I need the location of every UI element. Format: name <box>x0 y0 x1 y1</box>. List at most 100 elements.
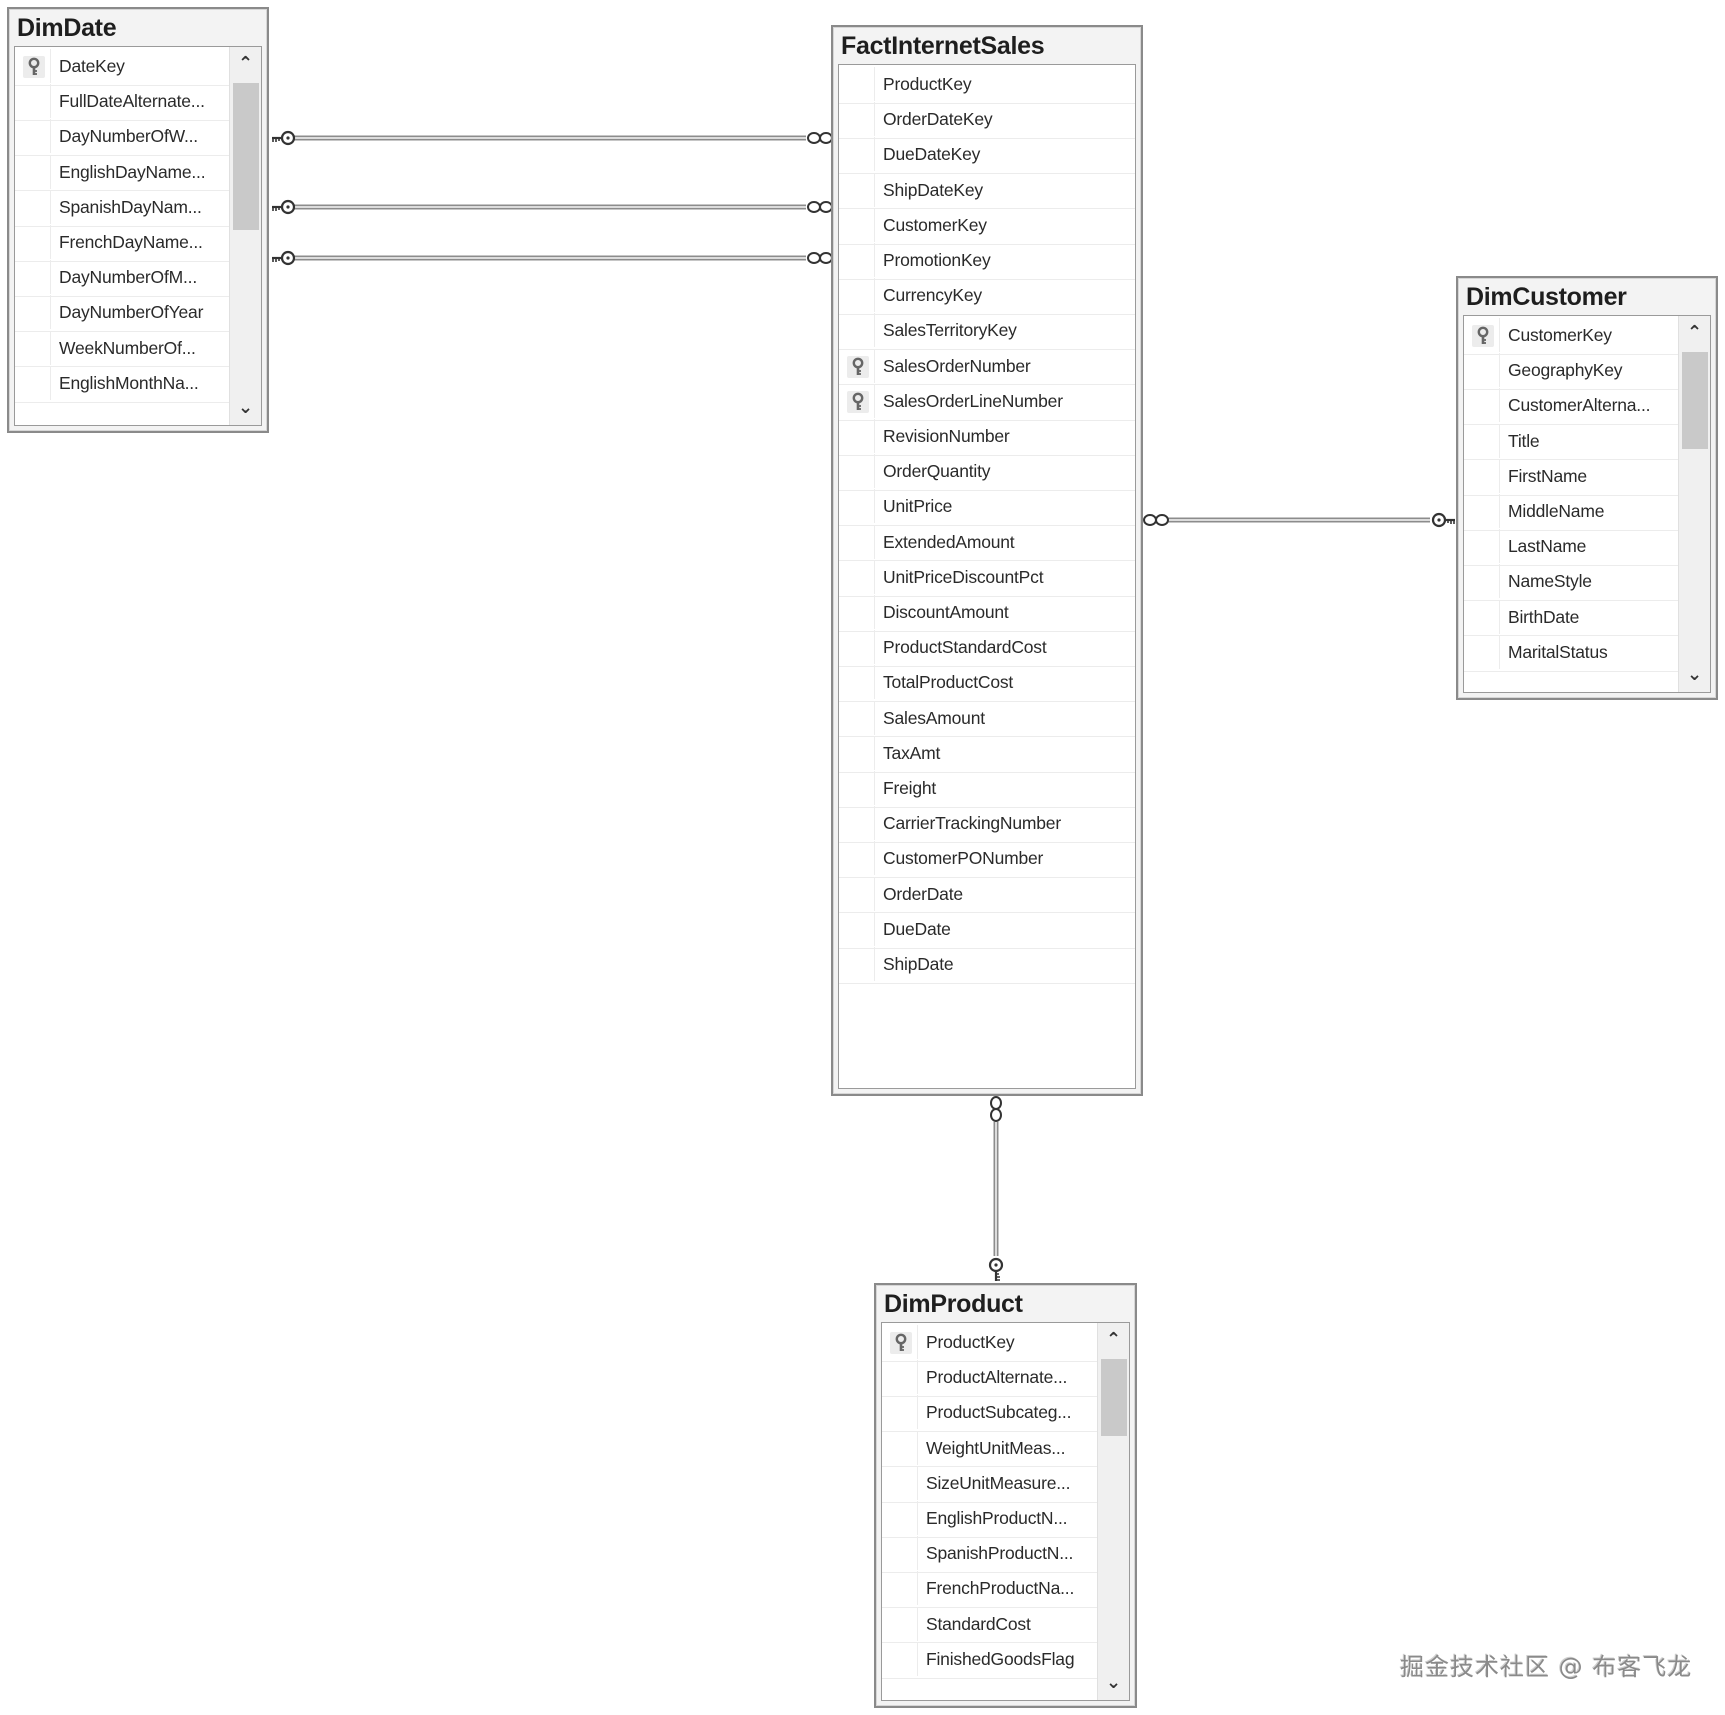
column-row[interactable]: MaritalStatus <box>1464 633 1681 672</box>
column-row[interactable]: DayNumberOfYear <box>15 293 232 333</box>
column-name: ProductStandardCost <box>883 637 1047 658</box>
column-row[interactable]: OrderQuantity <box>839 452 1135 491</box>
column-row[interactable]: ProductKey <box>882 1323 1100 1362</box>
column-row[interactable]: UnitPriceDiscountPct <box>839 558 1135 597</box>
scrollbar[interactable]: ⌃ ⌄ <box>1097 1323 1129 1700</box>
column-row[interactable]: DueDateKey <box>839 135 1135 175</box>
relationship-line-product[interactable] <box>988 1096 1004 1283</box>
scroll-down-icon[interactable]: ⌄ <box>1686 664 1703 685</box>
scrollbar[interactable]: ⌃ ⌄ <box>229 47 261 425</box>
column-row[interactable]: WeightUnitMeas... <box>882 1429 1100 1468</box>
column-name: MiddleName <box>1508 501 1605 521</box>
relationship-line-duedate[interactable] <box>270 199 833 215</box>
column-row[interactable]: UnitPrice <box>839 487 1135 527</box>
column-row[interactable]: OrderDateKey <box>839 100 1135 139</box>
column-row[interactable]: LastName <box>1464 527 1681 566</box>
column-row[interactable]: BirthDate <box>1464 598 1681 637</box>
column-row[interactable]: SalesOrderLineNumber <box>839 382 1135 421</box>
column-row[interactable]: CustomerAlterna... <box>1464 386 1681 426</box>
column-row[interactable]: CarrierTrackingNumber <box>839 804 1135 843</box>
row-selector <box>841 665 875 700</box>
column-row[interactable]: SpanishProductN... <box>882 1534 1100 1573</box>
scroll-up-icon[interactable]: ⌃ <box>237 53 254 74</box>
row-selector <box>17 330 51 365</box>
column-row[interactable]: SalesTerritoryKey <box>839 311 1135 351</box>
row-selector <box>17 49 51 83</box>
column-row[interactable]: FullDateAlternate... <box>15 82 232 121</box>
scroll-thumb[interactable] <box>233 83 259 230</box>
row-selector <box>884 1536 918 1571</box>
scroll-up-icon[interactable]: ⌃ <box>1105 1329 1122 1350</box>
column-name: LastName <box>1508 536 1587 557</box>
column-row[interactable]: Title <box>1464 422 1681 461</box>
row-selector <box>841 630 875 665</box>
column-name: FrenchDayName... <box>59 232 203 252</box>
column-name: GeographyKey <box>1508 360 1623 381</box>
row-selector <box>841 841 875 876</box>
column-row[interactable]: FrenchProductNa... <box>882 1569 1100 1609</box>
column-row[interactable]: EnglishDayName... <box>15 153 232 192</box>
column-row[interactable]: OrderDate <box>839 875 1135 914</box>
column-row[interactable]: NameStyle <box>1464 562 1681 602</box>
column-row[interactable]: ShipDateKey <box>839 171 1135 210</box>
column-row[interactable]: TaxAmt <box>839 734 1135 773</box>
column-row[interactable]: CustomerPONumber <box>839 839 1135 879</box>
row-selector <box>841 771 875 805</box>
column-row[interactable]: CurrencyKey <box>839 276 1135 315</box>
column-row[interactable]: CustomerKey <box>1464 316 1681 355</box>
column-row[interactable]: EnglishProductN... <box>882 1499 1100 1538</box>
column-row[interactable]: PromotionKey <box>839 241 1135 280</box>
column-row[interactable]: DueDate <box>839 910 1135 949</box>
column-row[interactable]: SalesAmount <box>839 699 1135 738</box>
column-row[interactable]: StandardCost <box>882 1605 1100 1644</box>
relationship-line-shipdate[interactable] <box>270 250 833 266</box>
column-row[interactable]: ProductAlternate... <box>882 1358 1100 1397</box>
column-row[interactable]: DiscountAmount <box>839 593 1135 632</box>
column-row[interactable]: SalesOrderNumber <box>839 347 1135 386</box>
column-row[interactable]: FrenchDayName... <box>15 223 232 262</box>
scroll-down-icon[interactable]: ⌄ <box>1105 1672 1122 1693</box>
watermark: 掘金技术社区 @ 布客飞龙 <box>1400 1653 1693 1681</box>
column-row[interactable]: ShipDate <box>839 945 1135 984</box>
column-row[interactable]: EnglishMonthNa... <box>15 364 232 403</box>
scrollbar[interactable]: ⌃ ⌄ <box>1678 316 1710 692</box>
column-name: BirthDate <box>1508 606 1580 627</box>
scroll-thumb[interactable] <box>1682 352 1708 449</box>
column-row[interactable]: SpanishDayNam... <box>15 188 232 227</box>
column-row[interactable]: ExtendedAmount <box>839 523 1135 562</box>
scroll-thumb[interactable] <box>1101 1359 1127 1436</box>
column-row[interactable]: ProductSubcateg... <box>882 1393 1100 1433</box>
column-row[interactable]: MiddleName <box>1464 492 1681 531</box>
column-name: ProductSubcateg... <box>926 1402 1072 1423</box>
row-selector <box>841 595 875 629</box>
column-row[interactable]: DayNumberOfM... <box>15 258 232 297</box>
column-row[interactable]: SizeUnitMeasure... <box>882 1464 1100 1503</box>
column-row[interactable]: TotalProductCost <box>839 663 1135 703</box>
scroll-up-icon[interactable]: ⌃ <box>1686 322 1703 343</box>
column-row[interactable]: Freight <box>839 769 1135 808</box>
column-row[interactable]: FirstName <box>1464 457 1681 496</box>
column-row[interactable]: WeekNumberOf... <box>15 329 232 368</box>
relationship-line-orderdate[interactable] <box>270 130 833 146</box>
column-row[interactable]: DayNumberOfW... <box>15 117 232 157</box>
column-name: OrderQuantity <box>883 461 991 482</box>
column-name: UnitPrice <box>883 496 953 517</box>
row-selector <box>841 559 875 594</box>
column-row[interactable]: CustomerKey <box>839 206 1135 245</box>
column-row[interactable]: FinishedGoodsFlag <box>882 1640 1100 1679</box>
column-name: EnglishDayName... <box>59 161 206 182</box>
column-row[interactable]: ProductKey <box>839 65 1135 104</box>
column-row[interactable]: DateKey <box>15 47 232 86</box>
scroll-down-icon[interactable]: ⌄ <box>237 397 254 418</box>
column-row[interactable]: GeographyKey <box>1464 351 1681 390</box>
row-selector <box>17 84 51 119</box>
column-name: DateKey <box>59 56 125 76</box>
column-row[interactable]: RevisionNumber <box>839 417 1135 456</box>
column-row[interactable]: ProductStandardCost <box>839 628 1135 667</box>
relationship-line-customer[interactable] <box>1143 512 1457 528</box>
row-selector <box>841 700 875 735</box>
